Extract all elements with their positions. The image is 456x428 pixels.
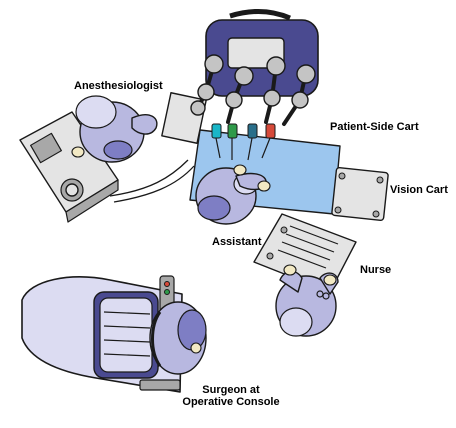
label-surgeon-line2: Operative Console [182,396,280,408]
instrument-teal [247,123,258,139]
robotic-arms [190,54,316,161]
vision-cart [331,167,389,221]
connecting-cables [109,159,195,203]
anesthesia-machine [19,111,119,223]
label-anesthesiologist: Anesthesiologist [74,80,163,92]
label-surgeon-line1: Surgeon at [202,384,260,396]
surgeon-figure [149,301,207,375]
patient-side-cart [205,9,319,97]
instrument-green [227,123,238,139]
label-assistant: Assistant [212,236,262,248]
anesthesiologist-figure [71,95,158,163]
nurse-figure [275,264,339,337]
label-nurse: Nurse [360,264,392,276]
assistant-figure [195,164,271,225]
label-patient-side-cart: Patient-Side Cart [330,121,419,133]
instrument-red [265,123,276,139]
label-vision-cart: Vision Cart [390,184,448,196]
instrument-cyan [211,123,222,139]
